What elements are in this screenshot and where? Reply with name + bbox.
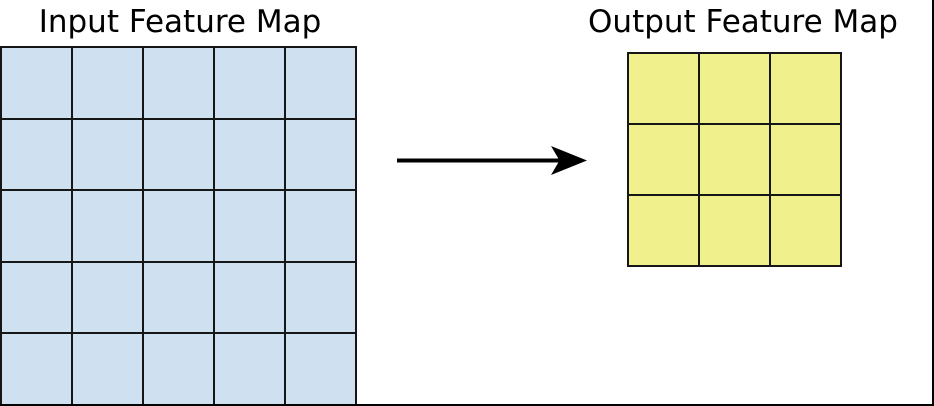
input-grid-cell bbox=[144, 334, 213, 404]
frame-bottom-border bbox=[0, 404, 934, 406]
input-grid-cell bbox=[286, 48, 355, 118]
input-grid-cell bbox=[215, 262, 284, 333]
input-grid-cell bbox=[144, 191, 213, 261]
input-grid-cell bbox=[215, 48, 284, 118]
input-grid-cell bbox=[2, 262, 71, 333]
input-grid-cell bbox=[2, 334, 71, 404]
output-grid-cell bbox=[629, 125, 698, 194]
input-grid-cell bbox=[73, 191, 142, 261]
input-grid-cell bbox=[2, 191, 71, 261]
output-grid-cell bbox=[629, 196, 698, 265]
input-grid-cell bbox=[73, 334, 142, 404]
output-feature-map-grid bbox=[627, 52, 842, 267]
output-grid-cell bbox=[771, 54, 840, 123]
input-grid-cell bbox=[144, 119, 213, 190]
input-grid-cell bbox=[215, 334, 284, 404]
output-grid-cell bbox=[700, 196, 769, 265]
input-grid-cell bbox=[73, 119, 142, 190]
output-grid-cell bbox=[771, 125, 840, 194]
input-grid-cell bbox=[286, 191, 355, 261]
right-arrow-icon bbox=[397, 146, 587, 175]
input-grid-cell bbox=[286, 262, 355, 333]
input-grid-cell bbox=[73, 262, 142, 333]
output-grid-cell bbox=[629, 54, 698, 123]
output-grid-cell bbox=[771, 196, 840, 265]
input-feature-map-grid bbox=[0, 46, 357, 406]
input-grid-cell bbox=[2, 48, 71, 118]
input-grid-cell bbox=[144, 262, 213, 333]
input-grid-cell bbox=[215, 191, 284, 261]
output-grid-cell bbox=[700, 125, 769, 194]
input-grid-cell bbox=[215, 119, 284, 190]
input-grid-cell bbox=[286, 334, 355, 404]
input-feature-map-title: Input Feature Map bbox=[38, 4, 322, 40]
input-grid-cell bbox=[2, 119, 71, 190]
input-grid-cell bbox=[286, 119, 355, 190]
output-feature-map-title: Output Feature Map bbox=[588, 4, 898, 40]
output-grid-cell bbox=[700, 54, 769, 123]
input-grid-cell bbox=[144, 48, 213, 118]
input-grid-cell bbox=[73, 48, 142, 118]
frame-right-border bbox=[932, 0, 934, 406]
